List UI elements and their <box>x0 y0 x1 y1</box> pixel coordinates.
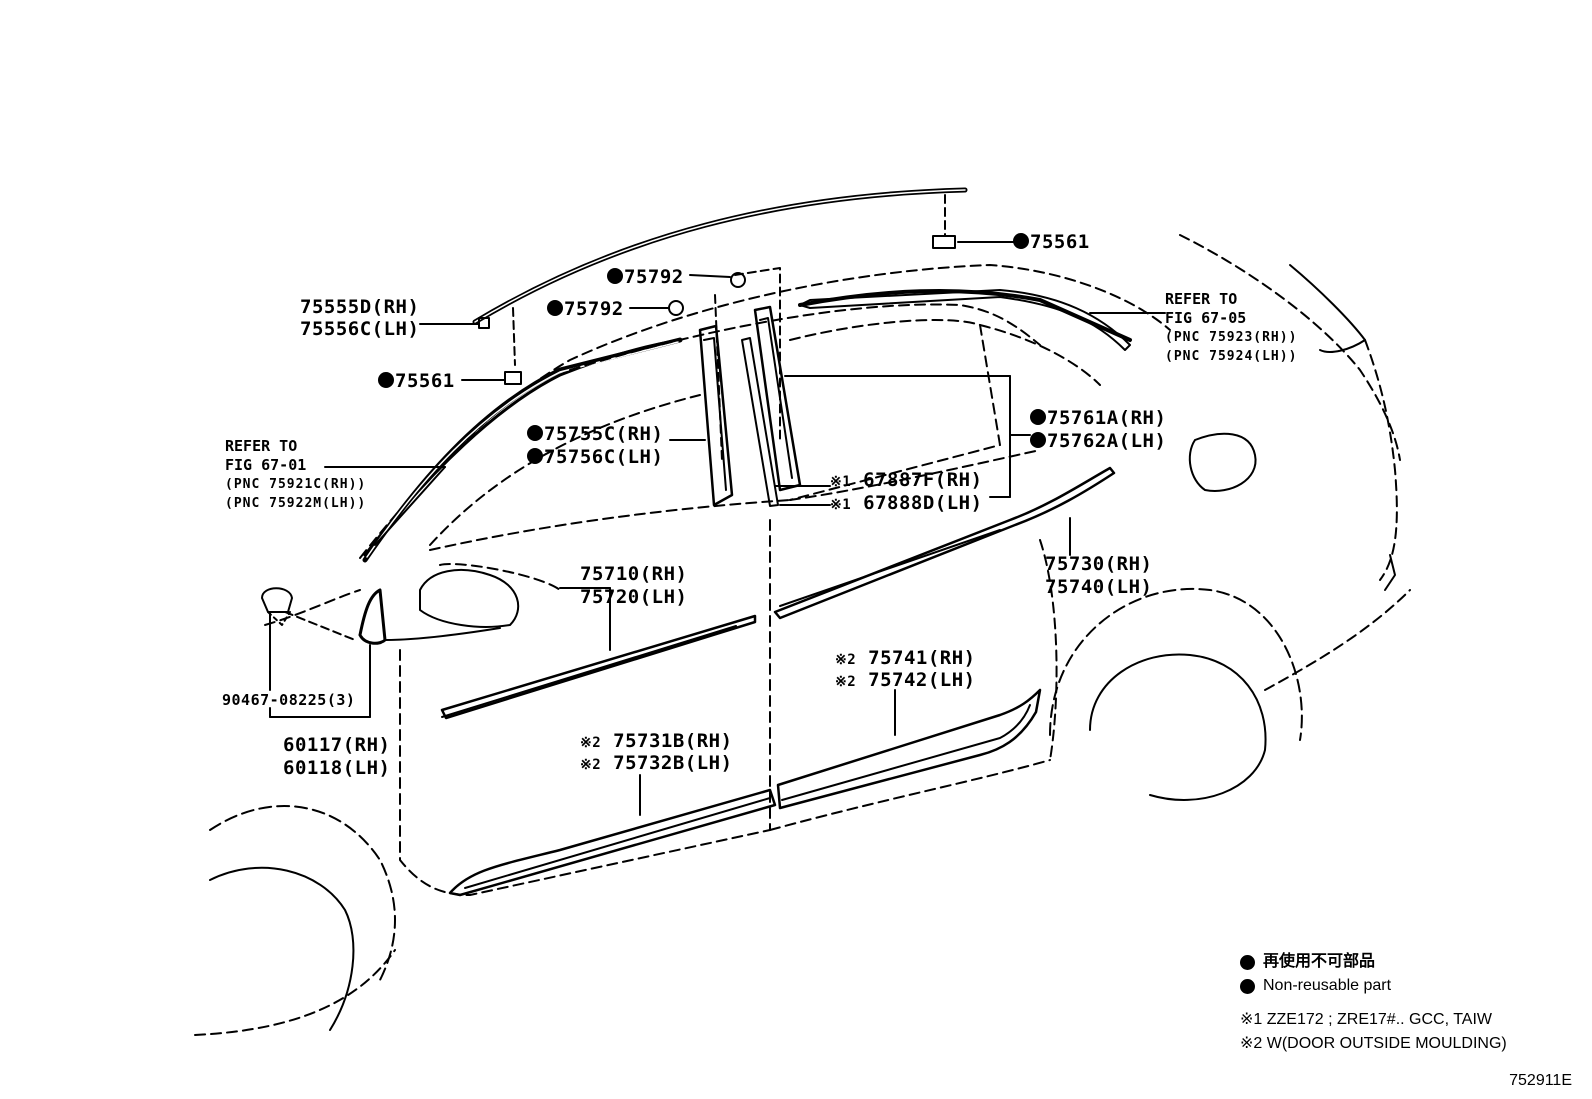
label-75741: ※2 75741(RH) <box>835 647 976 669</box>
label-60118: 60118(LH) <box>283 757 391 779</box>
label-75742: ※2 75742(LH) <box>835 669 976 691</box>
front-door-outside-moulding <box>448 788 777 897</box>
refer-to-fig-67-05: REFER TO FIG 67-05 (PNC 75923(RH)) (PNC … <box>1165 290 1297 366</box>
non-reusable-dot <box>547 300 563 316</box>
side-mirror <box>419 569 520 628</box>
label-75555: 75555D(RH) <box>300 296 420 318</box>
label-75556: 75556C(LH) <box>300 318 420 340</box>
non-reusable-dot <box>607 268 623 284</box>
refer-pnc2: (PNC 75924(LH)) <box>1165 349 1298 364</box>
label-75761: 75761A(RH) <box>1030 407 1166 429</box>
rear-door-outside-moulding <box>776 688 1042 810</box>
non-reusable-dot <box>527 448 543 464</box>
legend-en-text: Non-reusable part <box>1263 977 1392 994</box>
refer-line2: FIG 67-01 <box>225 456 307 474</box>
non-reusable-dot <box>527 425 543 441</box>
refer-line2: FIG 67-05 <box>1165 309 1247 327</box>
legend-row-en: Non-reusable part <box>1240 974 1507 998</box>
label-75731: ※2 75731B(RH) <box>580 730 733 752</box>
clip-75792-b <box>668 300 684 316</box>
legend: 再使用不可部品 Non-reusable part ※1 ZZE172 ; ZR… <box>1240 950 1507 1056</box>
front-wheel-arch <box>209 805 396 981</box>
refer-pnc2: (PNC 75922M(LH)) <box>225 496 367 511</box>
front-quarter-moulding <box>358 588 387 645</box>
non-reusable-dot <box>1030 432 1046 448</box>
legend-jp-text: 再使用不可部品 <box>1263 953 1376 970</box>
label-75730: 75730(RH) <box>1045 553 1153 575</box>
rear-wheel-arch <box>1049 587 1303 741</box>
refer-pnc1: (PNC 75921C(RH)) <box>225 477 367 492</box>
label-75710: 75710(RH) <box>580 563 688 585</box>
non-reusable-dot <box>378 372 394 388</box>
non-reusable-dot <box>1240 978 1255 994</box>
label-67888: ※1 67888D(LH) <box>830 492 983 514</box>
legend-note1: ※1 ZZE172 ; ZRE17#.. GCC, TAIW <box>1240 1011 1492 1028</box>
label-67887: ※1 67887F(RH) <box>830 469 983 491</box>
clip-75561-top <box>932 235 956 249</box>
legend-note2: ※2 W(DOOR OUTSIDE MOULDING) <box>1240 1035 1507 1052</box>
refer-line1: REFER TO <box>225 437 298 455</box>
roof-outline <box>359 264 1171 559</box>
non-reusable-dot <box>1030 409 1046 425</box>
rear-belt-moulding <box>773 466 1116 620</box>
non-reusable-dot <box>1240 954 1255 970</box>
legend-row-jp: 再使用不可部品 <box>1240 950 1507 974</box>
figure-code: 752911E <box>1509 1072 1572 1089</box>
label-75762: 75762A(LH) <box>1030 430 1166 452</box>
refer-line1: REFER TO <box>1165 290 1238 308</box>
label-75756: 75756C(LH) <box>527 446 663 468</box>
label-75561-top: 75561 <box>1013 231 1090 253</box>
label-75792-a: 75792 <box>607 266 684 288</box>
b-pillar-weatherstrip <box>741 337 779 507</box>
label-75732: ※2 75732B(LH) <box>580 752 733 774</box>
clip-75792-a <box>730 272 746 288</box>
rear-roof-moulding <box>799 289 1131 351</box>
non-reusable-dot <box>1013 233 1029 249</box>
refer-to-fig-67-01: REFER TO FIG 67-01 (PNC 75921C(RH)) (PNC… <box>225 437 366 513</box>
label-75561-left: 75561 <box>378 370 455 392</box>
label-75755: 75755C(RH) <box>527 423 663 445</box>
b-pillar-garnish-front <box>698 324 734 507</box>
label-75792-b: 75792 <box>547 298 624 320</box>
clip-75561-left <box>504 371 522 385</box>
screw-90467 <box>261 587 293 613</box>
label-60117: 60117(RH) <box>283 734 391 756</box>
label-90467: 90467-08225(3) <box>222 691 356 709</box>
refer-pnc1: (PNC 75923(RH)) <box>1165 330 1298 345</box>
label-75720: 75720(LH) <box>580 586 688 608</box>
label-75740: 75740(LH) <box>1045 576 1153 598</box>
